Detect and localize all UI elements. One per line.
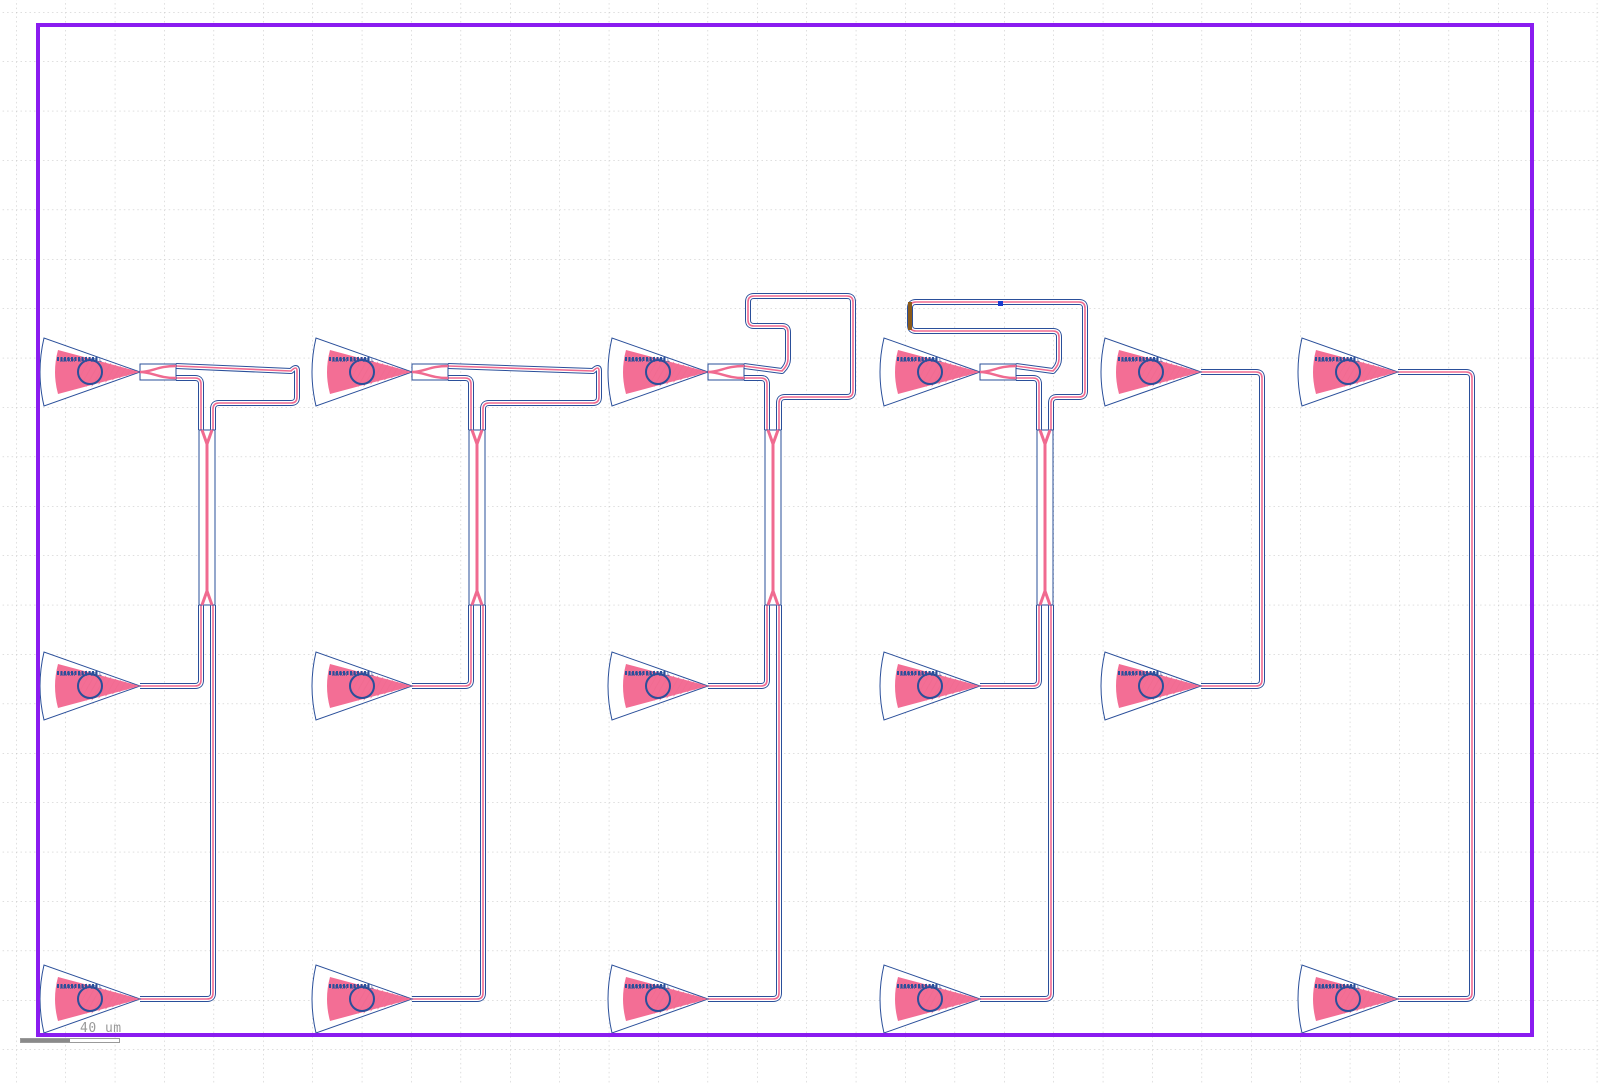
mzi-4-splitter-arms — [979, 364, 1017, 380]
loopback-1-gc-bottom-label: BLACK BOX CELL — [1121, 672, 1163, 678]
scale-bar-fill — [21, 1039, 70, 1042]
mzi-2-route-mid-core — [412, 605, 472, 687]
loopback-2-gc-bottom-label: BLACK BOX CELL — [1318, 985, 1360, 991]
mzi-3-route-short-core — [744, 377, 768, 430]
mzi-1-splitter-arms — [139, 364, 177, 380]
mzi-1-directional-coupler-core — [200, 429, 214, 606]
devices-layer: BLACK BOX CELL BLACK BOX CELL BLACK BOX CE… — [38, 301, 1400, 1035]
scale-bar-label: 40 um — [80, 1021, 122, 1036]
loopback-2-route-core — [1398, 371, 1473, 1000]
mzi-3-gc-top-label: BLACK BOX CELL — [628, 358, 670, 364]
mzi-4-route-mid-core — [980, 605, 1040, 687]
mzi-1-route-top-core — [175, 365, 298, 430]
mzi-2-route-short-core — [448, 377, 472, 430]
mzi-3-gc-mid-label: BLACK BOX CELL — [628, 672, 670, 678]
mzi-1-gc-top-label: BLACK BOX CELL — [60, 358, 102, 364]
mzi-4-gc-mid-label: BLACK BOX CELL — [900, 672, 942, 678]
mzi-2-route-bottom-core — [412, 605, 484, 1000]
mzi-2-gc-top-label: BLACK BOX CELL — [332, 358, 374, 364]
mzi-3-gc-bottom-label: BLACK BOX CELL — [628, 985, 670, 991]
mzi-2-route-top-core — [447, 365, 600, 430]
loopback-1-route-core — [1201, 371, 1263, 687]
mzi-3-route-bottom-core — [708, 605, 780, 1000]
die-frame — [36, 23, 1534, 1037]
mzi-3-route-mid-core — [708, 605, 768, 687]
mzi-3-route-top-core — [743, 295, 854, 430]
mzi-1-route-short-core — [176, 377, 202, 430]
mzi-2-directional-coupler-core — [470, 429, 484, 606]
loopback-2-gc-top-label: BLACK BOX CELL — [1318, 358, 1360, 364]
selected-port[interactable] — [908, 302, 912, 330]
mzi-1-gc-bottom-label: BLACK BOX CELL — [60, 985, 102, 991]
waveguide-routes — [140, 293, 1475, 1002]
mzi-3-directional-coupler-core — [766, 429, 780, 606]
mzi-2-splitter-arms — [411, 364, 449, 380]
mzi-1-route-mid-core — [140, 605, 202, 687]
mzi-1-route-bottom-core — [140, 605, 214, 1000]
mzi-4-route-short-core — [1016, 377, 1040, 430]
mzi-4-directional-coupler-core — [1038, 429, 1052, 606]
mzi-2-gc-mid-label: BLACK BOX CELL — [332, 672, 374, 678]
mzi-1-gc-mid-label: BLACK BOX CELL — [60, 672, 102, 678]
mzi-3-splitter-arms — [707, 364, 745, 380]
mzi-2-gc-bottom-label: BLACK BOX CELL — [332, 985, 374, 991]
vertex-marker[interactable] — [998, 301, 1003, 306]
mzi-4-gc-bottom-label: BLACK BOX CELL — [900, 985, 942, 991]
mzi-4-route-bottom-core — [980, 605, 1052, 1000]
mzi-4-gc-top-label: BLACK BOX CELL — [900, 358, 942, 364]
loopback-1-gc-top-label: BLACK BOX CELL — [1121, 358, 1163, 364]
scale-bar — [20, 1038, 120, 1043]
